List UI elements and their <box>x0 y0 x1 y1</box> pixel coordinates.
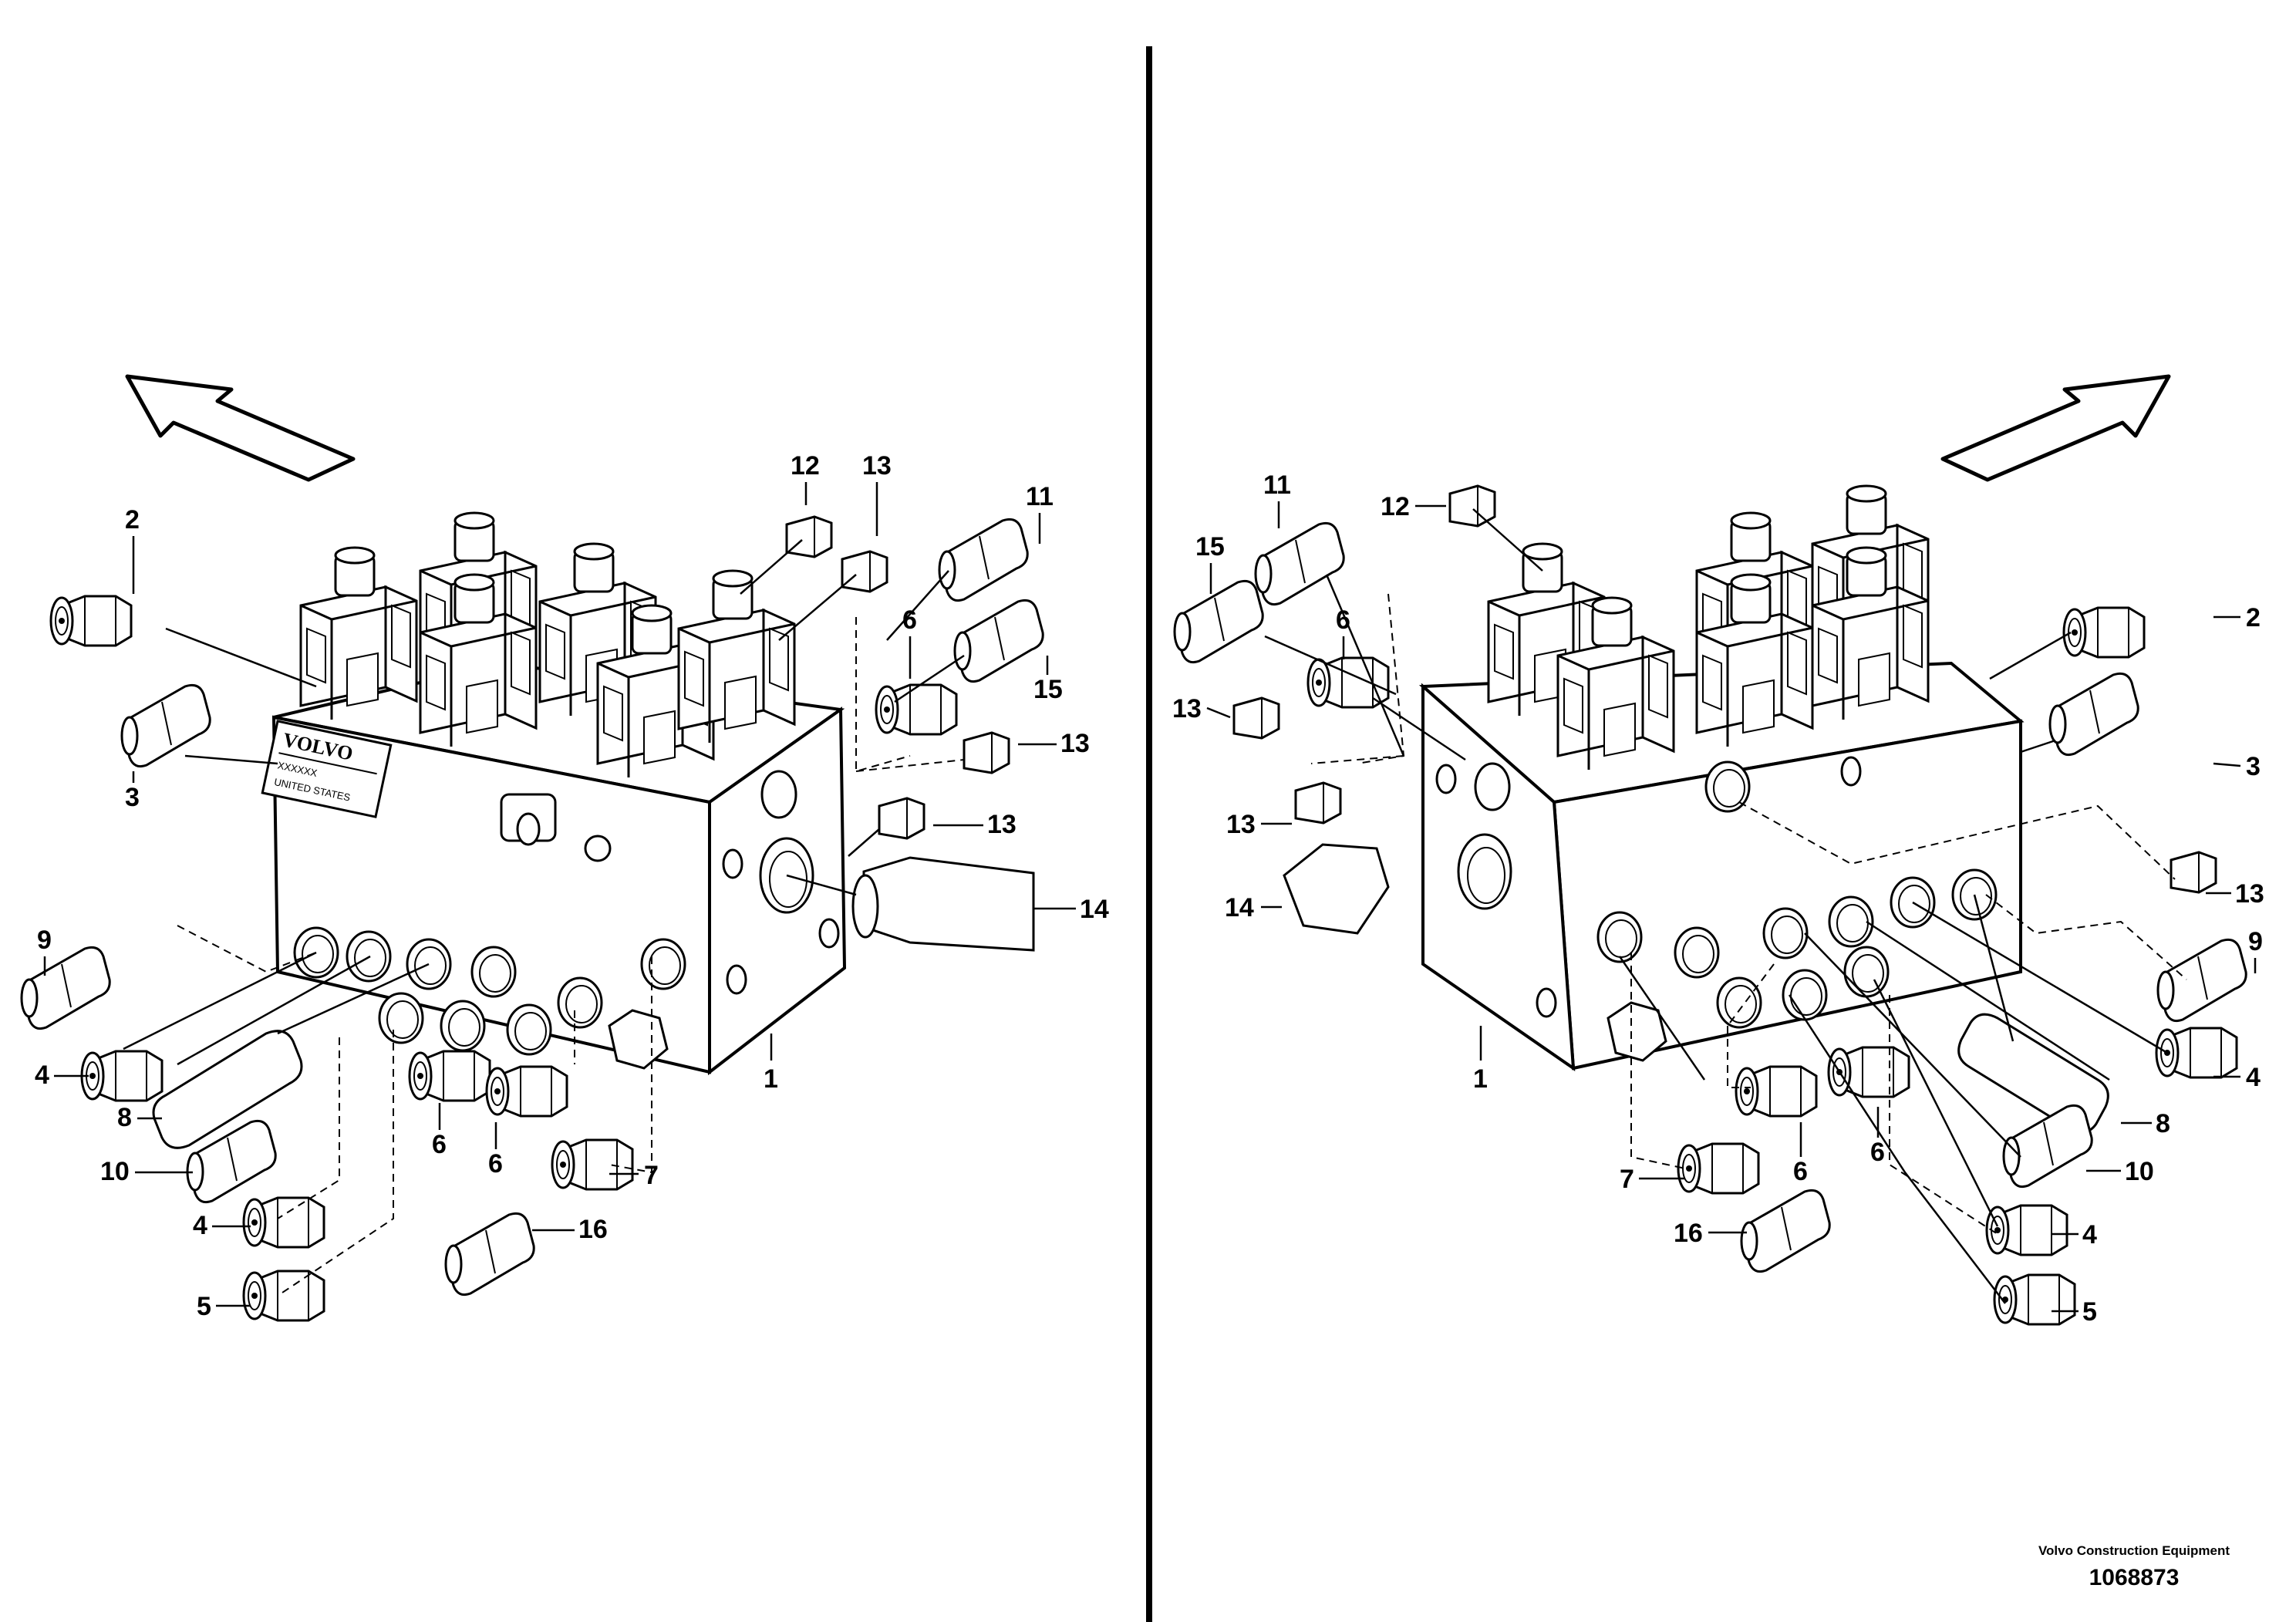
callout-right-8: 8 <box>2156 1109 2170 1138</box>
item-6c-left <box>485 1065 568 1118</box>
drawing-number: 1068873 <box>2089 1565 2180 1590</box>
item-11-left <box>938 518 1029 602</box>
item-8-left <box>152 1030 303 1149</box>
item-4a-left <box>80 1050 164 1102</box>
callout-right-13c: 13 <box>2235 879 2264 909</box>
item-13c-left <box>878 797 925 840</box>
item-6b-left <box>408 1050 491 1102</box>
item-3-left <box>120 683 211 768</box>
valve-block-left: VOLVO XXXXXX UNITED STATES <box>261 661 847 1076</box>
item-16-left <box>444 1212 535 1297</box>
callout-left-16: 16 <box>578 1215 608 1244</box>
callout-right-4b: 4 <box>2082 1220 2097 1249</box>
callout-right-7: 7 <box>1620 1165 1634 1194</box>
callout-left-3: 3 <box>125 783 140 812</box>
callout-right-6b: 6 <box>1793 1157 1808 1186</box>
item-13b-right <box>1294 781 1342 824</box>
callout-right-13a: 13 <box>1172 694 1202 723</box>
callout-left-7: 7 <box>644 1161 659 1190</box>
callout-right-14: 14 <box>1225 893 1254 922</box>
item-13a-left <box>841 550 888 593</box>
drawing-credit: Volvo Construction Equipment 1068873 <box>2034 1543 2234 1591</box>
manufacturer-name: Volvo Construction Equipment <box>2038 1543 2230 1558</box>
nameplate-left: VOLVO XXXXXX UNITED STATES <box>261 720 393 818</box>
callout-left-14: 14 <box>1080 895 1109 924</box>
callout-left-13a: 13 <box>862 451 892 481</box>
leaders-left <box>123 539 965 1066</box>
item-12-right <box>1448 484 1496 528</box>
leaders-right <box>1264 508 2168 1304</box>
callout-left-5: 5 <box>197 1292 211 1321</box>
callout-left-9: 9 <box>37 926 52 955</box>
callout-left-6a: 6 <box>902 605 917 635</box>
callout-left-11: 11 <box>1026 482 1054 511</box>
item-5-right <box>1993 1273 2076 1326</box>
direction-arrow-left <box>125 374 356 482</box>
guide-lines-left <box>177 617 965 1297</box>
item-6a-left <box>875 683 958 736</box>
callout-left-13c: 13 <box>987 810 1017 839</box>
item-15-left <box>953 599 1044 683</box>
item-9-left <box>20 946 111 1030</box>
callout-left-15: 15 <box>1033 675 1063 704</box>
item-2-right <box>2062 606 2146 659</box>
callout-right-16: 16 <box>1674 1219 1703 1248</box>
callout-right-10: 10 <box>2125 1157 2154 1186</box>
item-10-right <box>2002 1104 2093 1189</box>
callout-left-8: 8 <box>117 1103 132 1132</box>
item-14-left <box>851 856 1035 952</box>
callout-right-13b: 13 <box>1226 810 1256 839</box>
callout-left-12: 12 <box>791 451 820 481</box>
item-13b-left <box>963 731 1010 774</box>
callout-right-1: 1 <box>1473 1064 1488 1094</box>
callout-left-4a: 4 <box>35 1061 49 1090</box>
item-15-right <box>1173 579 1264 664</box>
item-4a-right <box>2155 1027 2238 1079</box>
item-4b-right <box>1985 1204 2068 1256</box>
callout-left-2: 2 <box>125 505 140 534</box>
callout-right-6a: 6 <box>1336 605 1350 635</box>
item-13c-right <box>2170 851 2217 894</box>
item-16-right <box>1740 1189 1831 1273</box>
item-6b-right <box>1735 1065 1818 1118</box>
callout-left-6c: 6 <box>488 1149 503 1179</box>
left-view: VOLVO XXXXXX UNITED STATES <box>20 374 1044 1322</box>
callouts-left: 12 13 11 2 6 15 13 13 14 3 9 4 1 8 10 6 … <box>35 451 1109 1321</box>
callout-left-10: 10 <box>100 1157 130 1186</box>
callouts-right: 11 12 15 6 2 13 3 13 13 14 9 1 4 8 6 6 1… <box>1172 470 2264 1327</box>
callout-right-15: 15 <box>1195 532 1225 561</box>
item-9-right <box>2156 938 2247 1023</box>
item-12-left <box>785 515 833 558</box>
item-11-right <box>1254 521 1345 606</box>
callout-right-12: 12 <box>1381 492 1410 521</box>
callout-right-11: 11 <box>1263 470 1291 500</box>
item-5-left <box>242 1270 325 1322</box>
item-7-left <box>551 1138 634 1191</box>
callout-right-4a: 4 <box>2246 1063 2261 1092</box>
callout-left-13b: 13 <box>1060 729 1090 758</box>
callout-left-1: 1 <box>764 1064 778 1094</box>
callout-right-6c: 6 <box>1870 1138 1885 1167</box>
callout-right-2: 2 <box>2246 603 2261 632</box>
item-4b-left <box>242 1196 325 1249</box>
item-2-left <box>49 595 133 647</box>
right-view <box>1173 374 2247 1326</box>
item-14-right <box>1283 843 1390 935</box>
item-13a-right <box>1232 696 1280 740</box>
callout-left-4b: 4 <box>193 1211 207 1240</box>
direction-arrow-right <box>1940 374 2171 482</box>
item-7-right <box>1677 1142 1760 1195</box>
callout-left-6b: 6 <box>432 1130 447 1159</box>
callout-right-9: 9 <box>2248 927 2263 956</box>
callout-right-5: 5 <box>2082 1297 2097 1327</box>
callout-right-3: 3 <box>2246 752 2261 781</box>
item-3-right <box>2048 672 2139 757</box>
